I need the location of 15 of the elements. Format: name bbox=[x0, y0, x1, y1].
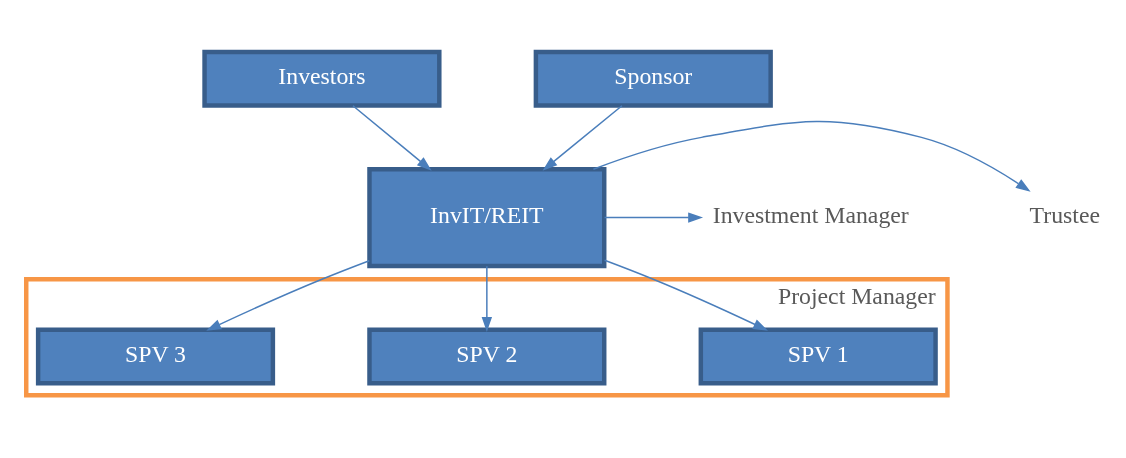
node-box: SPV 3 bbox=[35, 327, 276, 385]
arrow bbox=[481, 265, 493, 332]
arrow bbox=[352, 104, 432, 171]
arrow bbox=[592, 120, 1031, 192]
node-box: InvIT/REIT bbox=[367, 166, 607, 268]
node-box: SPV 2 bbox=[367, 327, 607, 385]
arrow bbox=[603, 259, 768, 331]
arrow bbox=[603, 211, 704, 223]
node-box: Sponsor bbox=[533, 49, 773, 108]
arrow bbox=[542, 104, 623, 171]
node-box: SPV 1 bbox=[698, 327, 938, 385]
arrow bbox=[206, 259, 371, 331]
node-text: Trustee bbox=[1029, 201, 1101, 228]
node-text: Investment Manager bbox=[712, 201, 909, 228]
node-box: Investors bbox=[202, 49, 442, 108]
